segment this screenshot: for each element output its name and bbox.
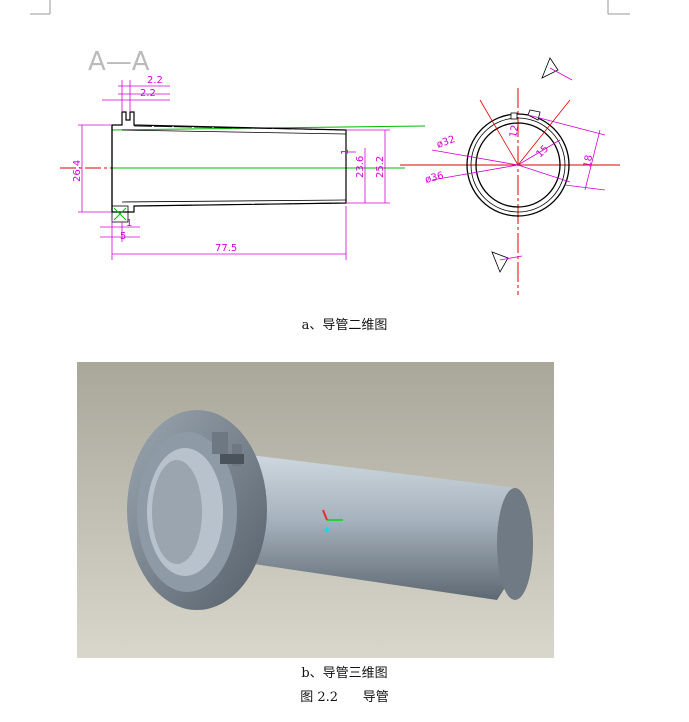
dim-top-2: 2.2 [140,88,156,99]
page-corner-mark-right [607,0,630,15]
page-corner-mark-left [30,0,51,15]
side-view-dimensions [78,80,390,260]
dim-r18: 18 [582,154,595,168]
dim-r12: 12 [508,124,521,138]
dim-dia-32: ø32 [435,134,456,151]
dim-right-inner: 23.6 [355,156,366,178]
caption-3d: b、导管三维图 [301,666,388,681]
technical-drawing: A—A [60,47,620,295]
figure-caption: 图 2.2 导管 [300,690,389,705]
dim-bottom-small: 1 [126,218,132,229]
section-label: A—A [88,47,150,77]
dim-dia-36: ø36 [424,170,445,186]
dim-top-1: 2.2 [147,75,163,86]
caption-2d: a、导管二维图 [301,318,388,333]
dim-length: 77.5 [215,243,237,254]
dim-bottom-5: 5 [120,231,126,242]
dim-small-1: 1 [340,149,351,155]
end-view [400,57,620,295]
dim-left-height: 26.4 [72,160,83,182]
side-view [60,111,426,223]
3d-model-render [77,362,554,658]
dim-right-outer: 25.2 [375,156,386,178]
dim-r15: 15 [534,143,551,160]
